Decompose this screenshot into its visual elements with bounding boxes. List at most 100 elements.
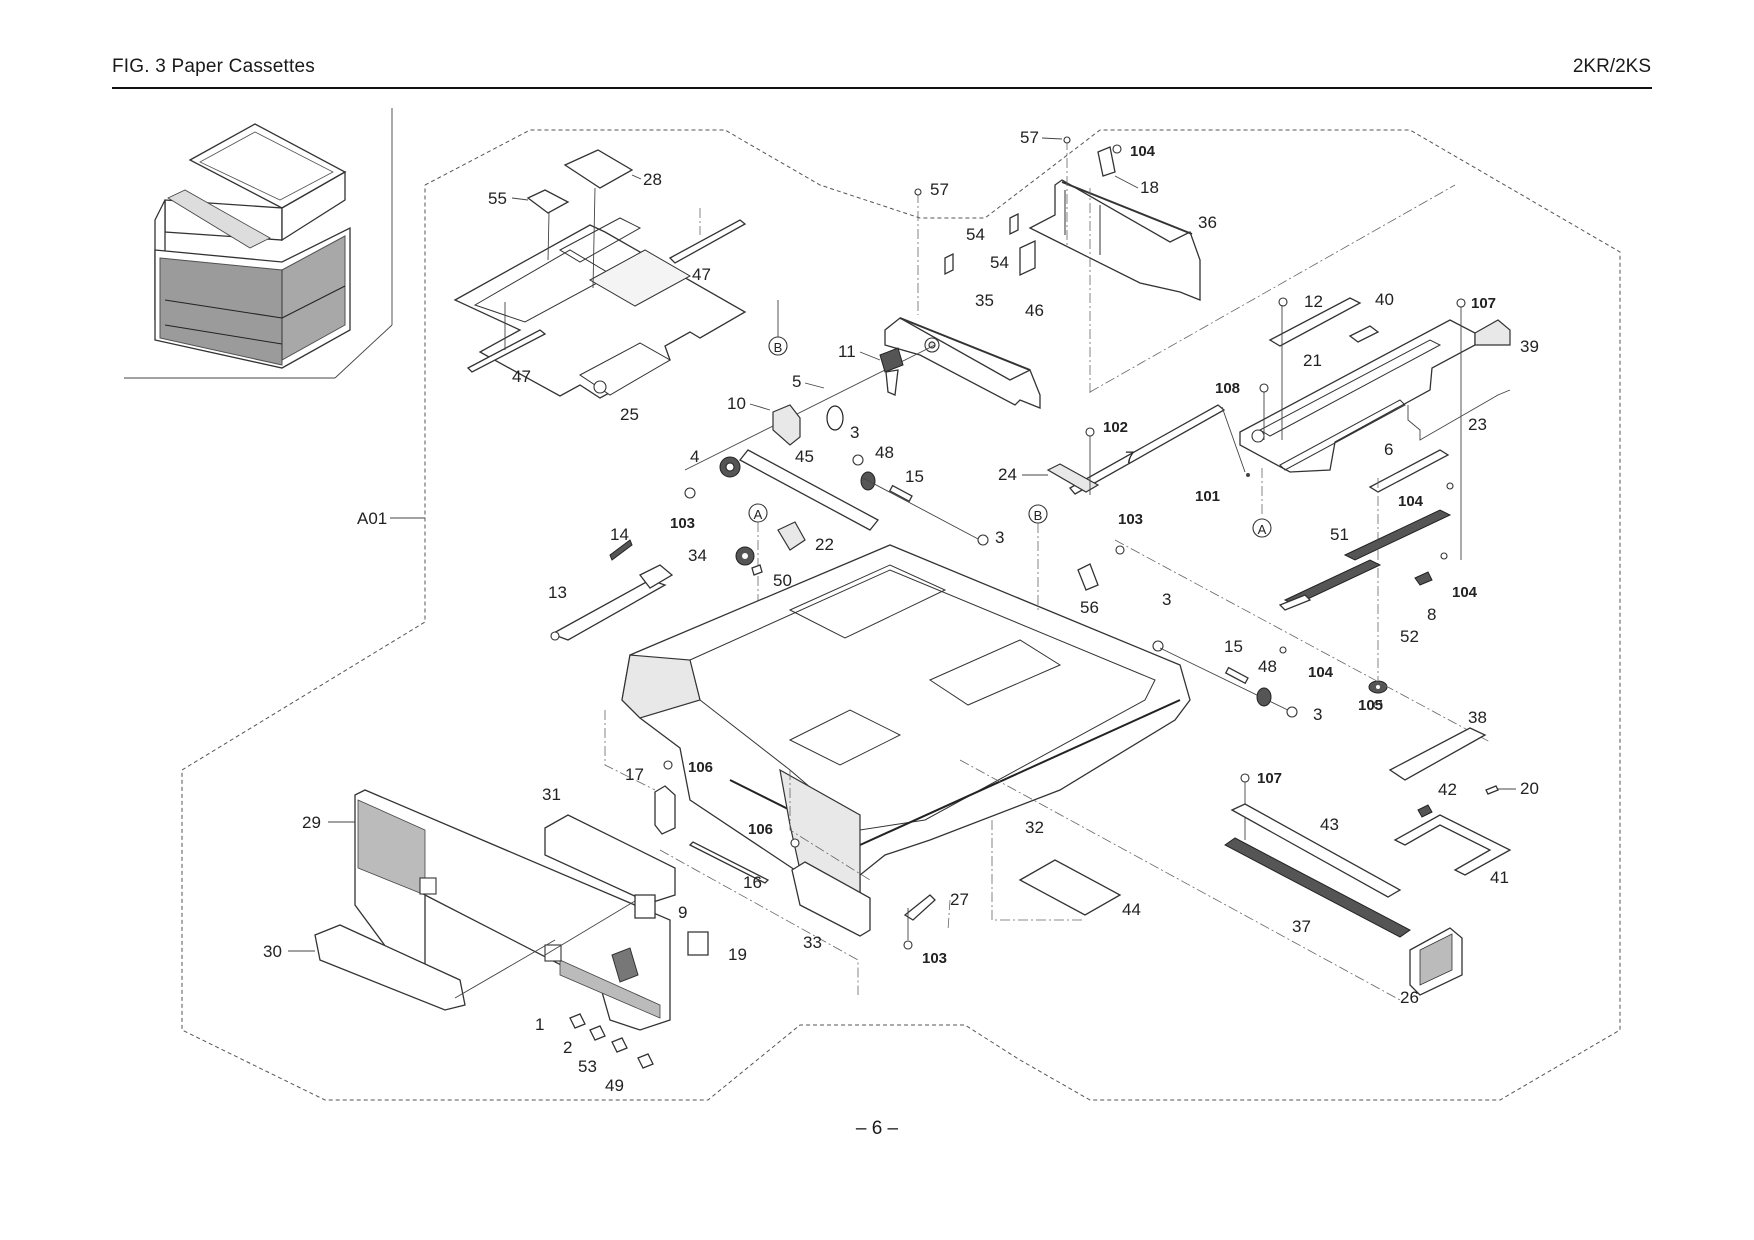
part-screw-107-upper xyxy=(1456,298,1466,308)
part-pad-20 xyxy=(1485,785,1499,795)
callout-101: 101 xyxy=(1195,488,1220,505)
callout-10: 10 xyxy=(727,394,746,413)
part-spring-5 xyxy=(826,405,844,431)
part-stopper-12 xyxy=(1278,297,1288,307)
callout-3-upper: 3 xyxy=(850,423,859,442)
part-shaft-16 xyxy=(688,841,770,884)
part-roller-48-lower xyxy=(1256,687,1272,707)
callout-106-upper: 106 xyxy=(688,759,713,776)
part-bracket-18 xyxy=(1097,146,1116,177)
callout-39: 39 xyxy=(1520,337,1539,356)
callout-23: 23 xyxy=(1468,415,1487,434)
callout-15-upper: 15 xyxy=(905,467,924,486)
part-sheet-45 xyxy=(739,449,879,531)
part-plate-assembly-39 xyxy=(1239,319,1511,473)
part-sheet-43 xyxy=(1230,803,1402,898)
callout-20: 20 xyxy=(1520,779,1539,798)
svg-text:A: A xyxy=(754,507,763,522)
callout-7: 7 xyxy=(1125,448,1134,467)
part-lever-11 xyxy=(879,347,904,373)
part-cassette-body-32 xyxy=(621,544,1191,909)
header-rule xyxy=(112,87,1652,89)
part-guide-38 xyxy=(1388,727,1487,781)
copier-illustration xyxy=(154,123,351,369)
callout-11: 11 xyxy=(838,342,856,361)
part-rear-guide-36 xyxy=(1028,179,1201,301)
figure-title: FIG. 3 Paper Cassettes xyxy=(112,56,315,77)
part-spring-42 xyxy=(1417,804,1433,818)
callout-103-lower: 103 xyxy=(922,950,947,967)
callout-12: 12 xyxy=(1304,292,1323,311)
callout-32: 32 xyxy=(1025,818,1044,837)
callout-107-upper: 107 xyxy=(1471,295,1496,312)
callout-8: 8 xyxy=(1427,605,1436,624)
callout-34: 34 xyxy=(688,546,707,565)
callout-104-top: 104 xyxy=(1130,143,1156,160)
part-spring-14 xyxy=(609,539,633,561)
part-washer-3-upper xyxy=(852,454,864,466)
callout-107-lower: 107 xyxy=(1257,770,1282,787)
callout-54-left: 54 xyxy=(966,225,985,244)
part-screw-103 xyxy=(684,487,696,499)
callout-36: 36 xyxy=(1198,213,1217,232)
part-guide-22 xyxy=(777,521,806,551)
callout-35: 35 xyxy=(975,291,994,310)
callout-108: 108 xyxy=(1215,380,1240,397)
callout-27: 27 xyxy=(950,890,969,909)
callout-14: 14 xyxy=(610,525,629,544)
callout-29: 29 xyxy=(302,813,321,832)
part-washer-3-mid xyxy=(977,534,989,546)
callout-26: 26 xyxy=(1400,988,1419,1007)
part-rear-guide-35 xyxy=(884,317,1041,409)
callout-5: 5 xyxy=(792,372,801,391)
callout-51: 51 xyxy=(1330,525,1349,544)
part-lever-27 xyxy=(903,894,936,921)
part-guide-40 xyxy=(1268,297,1362,347)
part-screw-106-upper xyxy=(663,760,673,770)
svg-text:B: B xyxy=(1034,508,1043,523)
part-label-21 xyxy=(1348,325,1380,343)
callout-47-lower: 47 xyxy=(512,367,531,386)
part-screw-108 xyxy=(1259,383,1269,393)
part-lever-10 xyxy=(772,404,801,446)
svg-text:B: B xyxy=(774,340,783,355)
part-handle-31 xyxy=(544,814,676,904)
part-shaft-7 xyxy=(1069,404,1226,495)
callout-43: 43 xyxy=(1320,815,1339,834)
part-pin-101 xyxy=(1246,473,1250,477)
callout-50: 50 xyxy=(773,571,792,590)
callout-3-mid: 3 xyxy=(995,528,1004,547)
callout-41: 41 xyxy=(1490,868,1509,887)
callout-46: 46 xyxy=(1025,301,1044,320)
svg-text:A: A xyxy=(1258,522,1267,537)
callout-19: 19 xyxy=(728,945,747,964)
callout-25: 25 xyxy=(620,405,639,424)
part-cover-33 xyxy=(791,861,871,937)
callout-15-lower: 15 xyxy=(1224,637,1243,656)
part-sheet-44 xyxy=(1018,859,1122,916)
callout-2: 2 xyxy=(563,1038,572,1057)
callout-103-mid: 103 xyxy=(1118,511,1143,528)
callout-13: 13 xyxy=(548,583,567,602)
part-lever-17 xyxy=(654,785,676,835)
part-rack-6 xyxy=(1368,449,1450,493)
callout-52: 52 xyxy=(1400,627,1419,646)
callout-44: 44 xyxy=(1122,900,1141,919)
callout-48-lower: 48 xyxy=(1258,657,1277,676)
callout-labels: 55 28 47 47 25 57 57 104 18 36 54 54 46 … xyxy=(263,128,1539,1095)
part-pad-47-lower xyxy=(466,329,547,373)
part-handle-cover-30 xyxy=(314,924,466,1011)
callout-37: 37 xyxy=(1292,917,1311,936)
callout-104-d: 104 xyxy=(1452,584,1478,601)
part-label-53 xyxy=(611,1037,628,1053)
part-screw-104-b xyxy=(1446,482,1454,490)
callout-104-c: 104 xyxy=(1308,664,1334,681)
part-screw-103-mid xyxy=(1115,545,1125,555)
part-pad-47-upper xyxy=(668,219,747,264)
callout-57-lower: 57 xyxy=(930,180,949,199)
part-nut-105 xyxy=(1373,700,1383,710)
callout-28: 28 xyxy=(643,170,662,189)
part-spring-8 xyxy=(1414,571,1433,586)
part-washer-3-lower xyxy=(1286,706,1298,718)
